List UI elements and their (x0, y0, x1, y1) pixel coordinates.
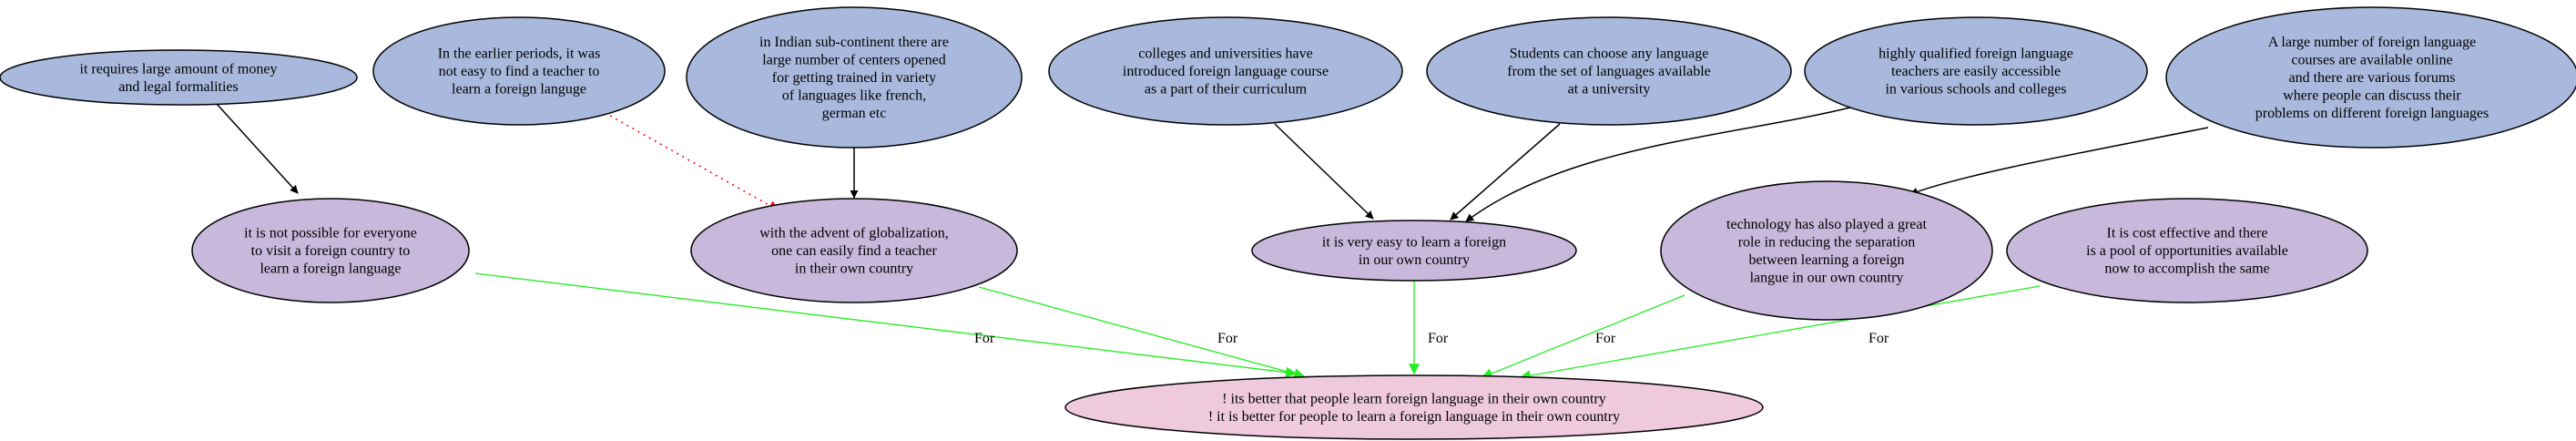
claim-node-c5: It is cost effective and there is a pool … (2006, 198, 2368, 303)
claim-ellipse (1251, 220, 1577, 282)
node-text-line: introduced foreign language course (1123, 64, 1329, 79)
claim-ellipse (191, 198, 470, 303)
node-text-line: for getting trained in variety (772, 70, 936, 86)
edge-label-c5-root: For (1868, 331, 1889, 346)
premise-node-n1: it requires large amount of money and leg… (0, 49, 358, 106)
claim-node-c2: with the advent of globalization, one can… (690, 198, 1018, 303)
premise-ellipse (1804, 16, 2148, 126)
premise-ellipse (0, 49, 358, 106)
node-text-line: learn a foreign language (260, 262, 401, 277)
conclusion-ellipse (1064, 374, 1764, 440)
node-text-line: It is cost effective and there (2107, 226, 2268, 241)
claim-node-c3: it is very easy to learn a foreign in our… (1251, 220, 1577, 282)
edge-label-c3-root: For (1428, 331, 1449, 346)
premise-ellipse (372, 16, 666, 126)
node-text-line: is a pool of opportunities available (2086, 243, 2288, 259)
claim-node-c1: it is not possible for everyone to visit … (191, 198, 470, 303)
node-text-line: ! it is better for people to learn a for… (1208, 409, 1620, 425)
premise-node-n2: In the earlier periods, it was not easy t… (372, 16, 666, 126)
node-text-line: it is not possible for everyone (244, 226, 417, 241)
edge-n4-c3 (1274, 123, 1374, 220)
node-text-line: of languages like french, (782, 88, 926, 104)
edge-n7-c4 (1909, 127, 2209, 196)
node-text-line: german etc (822, 106, 887, 121)
edge-n1-c1 (216, 103, 299, 194)
claim-ellipse (1660, 180, 1993, 321)
node-text-line: at a university (1568, 82, 1651, 97)
node-text-line: between learning a foreign (1748, 252, 1904, 268)
node-text-line: large number of centers opened (762, 53, 945, 68)
node-text-line: as a part of their curriculum (1145, 82, 1308, 97)
node-text-line: ! its better that people learn foreign l… (1222, 391, 1606, 406)
node-text-line: from the set of languages available (1507, 64, 1710, 79)
node-text-line: to visit a foreign country to (251, 243, 411, 259)
node-text-line: technology has also played a great (1726, 217, 1927, 232)
node-text-line: courses are available online (2291, 53, 2452, 68)
node-text-line: Students can choose any language (1510, 46, 1709, 62)
edges-layer (216, 103, 2209, 382)
claim-ellipse (2006, 198, 2368, 303)
edge-label-c2-root: For (1217, 331, 1238, 346)
edge-labels-layer: For For For For For (974, 331, 1889, 346)
node-text-line: and there are various forums (2288, 70, 2455, 86)
claim-node-c4: technology has also played a great role i… (1660, 180, 1993, 321)
premise-ellipse (2165, 6, 2576, 149)
node-text-line: and legal formalities (118, 79, 239, 95)
premise-node-n3: in Indian sub-continent there are large n… (686, 6, 1023, 149)
edge-c2-root (978, 286, 1306, 379)
nodes-layer: it requires large amount of money and leg… (0, 6, 2576, 440)
node-text-line: highly qualified foreign language (1879, 46, 2073, 62)
node-text-line: now to accomplish the same (2104, 262, 2269, 277)
node-text-line: in their own country (795, 262, 913, 277)
node-text-line: A large number of foreign language (2268, 35, 2477, 50)
node-text-line: where people can discuss their (2283, 88, 2461, 104)
edge-c4-root (1481, 294, 1685, 379)
premise-node-n6: highly qualified foreign language teacher… (1804, 16, 2148, 126)
claim-ellipse (690, 198, 1018, 303)
node-text-line: problems on different foreign languages (2255, 106, 2489, 121)
premise-ellipse (1048, 16, 1403, 126)
node-text-line: with the advent of globalization, (759, 226, 949, 241)
edge-c5-root (1519, 285, 2041, 382)
conclusion-node-root: ! its better that people learn foreign l… (1064, 374, 1764, 440)
node-text-line: teachers are easily accessible (1891, 64, 2061, 79)
edge-label-c1-root: For (974, 331, 995, 346)
node-text-line: one can easily find a teacher (771, 243, 937, 259)
premise-ellipse (1426, 16, 1792, 126)
edge-c1-root (474, 272, 1298, 378)
edge-label-c4-root: For (1595, 331, 1616, 346)
node-text-line: it requires large amount of money (80, 61, 278, 77)
edge-n5-c3 (1450, 123, 1561, 220)
premise-node-n5: Students can choose any language from the… (1426, 16, 1792, 126)
node-text-line: In the earlier periods, it was (438, 46, 601, 62)
premise-node-n4: colleges and universities have introduced… (1048, 16, 1403, 126)
node-text-line: in Indian sub-continent there are (759, 35, 949, 50)
edge-n2-c2 (609, 115, 780, 211)
node-text-line: colleges and universities have (1138, 46, 1313, 62)
premise-ellipse (686, 6, 1023, 149)
node-text-line: langue in our own country (1750, 270, 1904, 285)
node-text-line: not easy to find a teacher to (439, 64, 600, 79)
node-text-line: learn a foreign languge (452, 82, 586, 97)
node-text-line: role in reducing the separation (1738, 234, 1916, 250)
premise-node-n7: A large number of foreign language course… (2165, 6, 2576, 149)
node-text-line: in various schools and colleges (1885, 82, 2066, 97)
edge-n6-c3 (1465, 107, 1851, 222)
node-text-line: it is very easy to learn a foreign (1322, 234, 1506, 250)
node-text-line: in our own country (1359, 252, 1470, 268)
